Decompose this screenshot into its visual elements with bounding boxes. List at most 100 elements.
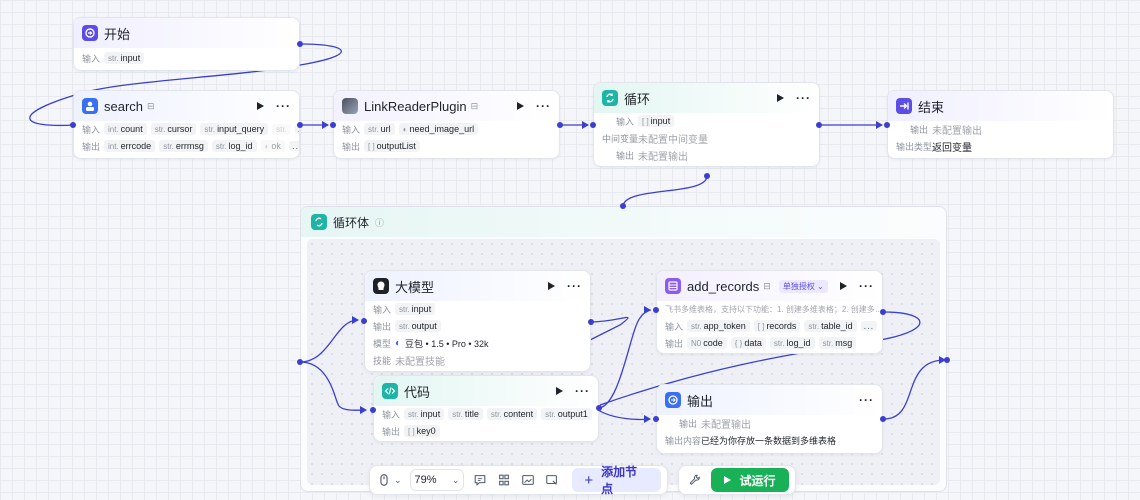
run-node-button[interactable] — [517, 102, 524, 110]
mouse-mode-icon[interactable] — [376, 472, 392, 488]
wrench-icon[interactable] — [687, 472, 703, 488]
llm-node[interactable]: 大模型 ··· 输入 str.input 输出 str.output 模型 ◐ … — [364, 270, 591, 372]
plugin-badge-icon: ⊟ — [470, 100, 479, 111]
input-label: 输入 — [382, 409, 401, 420]
output-port[interactable] — [880, 309, 886, 315]
run-toolbar: 试运行 — [678, 465, 796, 495]
loop-body-port[interactable] — [620, 203, 626, 209]
test-run-button[interactable]: 试运行 — [711, 468, 789, 492]
skill-value: 未配置技能 — [395, 356, 445, 368]
param-tag: int.count — [104, 123, 147, 135]
plugin-icon — [342, 98, 358, 114]
loop-body-port[interactable] — [704, 173, 710, 179]
mid-variable-label: 中间变量 — [602, 133, 639, 144]
output-value: 未配置输出 — [932, 125, 982, 137]
run-node-button[interactable] — [257, 102, 264, 110]
fit-view-icon[interactable] — [544, 472, 560, 488]
search-node[interactable]: search ⊟ ··· 输入 int.count str.cursor str… — [73, 90, 300, 159]
run-node-button[interactable] — [840, 282, 847, 290]
input-port[interactable] — [330, 122, 336, 128]
start-node[interactable]: 开始 输入 str.input — [73, 17, 300, 71]
run-node-button[interactable] — [556, 387, 563, 395]
more-options-button[interactable]: ··· — [276, 99, 291, 113]
link-reader-node[interactable]: LinkReaderPlugin ⊟ ··· 输入 str.url ◐need_… — [333, 90, 560, 159]
input-port[interactable] — [370, 407, 376, 413]
input-label: 输入 — [342, 124, 361, 135]
more-options-button[interactable]: ··· — [796, 91, 811, 105]
param-tag: str.output1 — [541, 408, 592, 420]
param-tag: str.output — [395, 320, 441, 332]
output-label: 输出 — [665, 338, 684, 349]
chevron-down-icon[interactable]: ⌄ — [393, 474, 402, 485]
input-label: 输入 — [82, 124, 101, 135]
output-node[interactable]: 输出 ··· 输出 未配置输出 输出内容 已经为你存放一条数据到多维表格 — [656, 384, 883, 454]
more-options-button[interactable]: ··· — [575, 384, 590, 398]
input-label: 输入 — [373, 304, 392, 315]
param-tag: str.input_query — [200, 123, 269, 135]
input-port[interactable] — [653, 416, 659, 422]
skill-label: 技能 — [373, 355, 392, 366]
param-tag: str. — [272, 123, 291, 135]
node-title: add_records — [687, 278, 760, 294]
output-port[interactable] — [880, 416, 886, 422]
output-port[interactable] — [816, 122, 822, 128]
grid-layout-icon[interactable] — [496, 472, 512, 488]
plugin-icon — [82, 98, 98, 114]
info-icon[interactable]: ⓘ — [375, 217, 385, 228]
input-label: 输入 — [665, 321, 684, 332]
table-icon — [665, 278, 681, 294]
input-port[interactable] — [361, 318, 367, 324]
more-options-button[interactable]: ··· — [859, 393, 874, 407]
code-node[interactable]: 代码 ··· 输入 str.input str.title str.conten… — [373, 375, 599, 442]
param-tag: str.log_id — [211, 140, 257, 152]
minimap-icon[interactable] — [520, 472, 536, 488]
output-port[interactable] — [557, 122, 563, 128]
param-tag: { }data — [730, 337, 766, 349]
node-title: search — [104, 98, 144, 114]
more-options-button[interactable]: ··· — [859, 279, 874, 293]
llm-icon — [373, 278, 389, 294]
more-params-button[interactable]: ... — [288, 141, 299, 151]
more-options-button[interactable]: ··· — [536, 99, 551, 113]
output-value: 未配置输出 — [701, 419, 751, 431]
plugin-badge-icon: ⊟ — [147, 100, 155, 111]
output-port[interactable] — [588, 319, 594, 325]
node-title: 开始 — [104, 26, 131, 42]
code-icon — [382, 383, 398, 399]
more-options-button[interactable]: ··· — [567, 279, 582, 293]
param-tag: [ ]outputList — [364, 140, 420, 152]
output-label: 输出 — [82, 141, 101, 152]
param-tag: [ ]records — [753, 320, 801, 332]
mid-variable-value: 未配置中间变量 — [638, 134, 708, 146]
end-node[interactable]: 结束 输出 未配置输出 输出类型 返回变量 — [887, 90, 1114, 159]
add-records-node[interactable]: add_records ⊟ 单独授权 ⌄ ··· 飞书多维表格，支持以下功能：1… — [656, 270, 883, 354]
auth-dropdown[interactable]: 单独授权 ⌄ — [778, 279, 828, 293]
output-port[interactable] — [596, 405, 602, 411]
run-node-button[interactable] — [548, 282, 555, 290]
loop-start-port[interactable] — [297, 359, 303, 365]
loop-node[interactable]: 循环 ··· 输入 [ ]input 中间变量 未配置中间变量 输出 未配置输出 — [593, 82, 820, 167]
param-tag: int.errcode — [104, 140, 156, 152]
loop-icon — [602, 90, 618, 106]
input-port[interactable] — [590, 122, 596, 128]
zoom-select[interactable]: 79% ⌄ — [409, 469, 465, 491]
node-title: 输出 — [687, 393, 714, 409]
comment-icon[interactable] — [472, 472, 488, 488]
more-params-button[interactable]: ... — [860, 321, 878, 331]
node-title: 代码 — [404, 384, 431, 400]
start-icon — [82, 25, 98, 41]
output-label: 输出 — [342, 141, 361, 152]
output-port[interactable] — [297, 122, 303, 128]
input-port[interactable] — [884, 122, 890, 128]
node-title: 循环 — [624, 91, 651, 107]
input-port[interactable] — [653, 307, 659, 313]
run-node-button[interactable] — [777, 94, 784, 102]
more-params-button[interactable]: ... — [294, 124, 299, 134]
output-port[interactable] — [297, 41, 303, 47]
loop-end-port[interactable] — [944, 357, 950, 363]
output-value: 未配置输出 — [638, 151, 688, 163]
add-node-button[interactable]: + 添加节点 — [572, 465, 661, 496]
param-tag: ◐need_image_url — [398, 123, 479, 135]
model-label: 模型 — [373, 338, 392, 349]
input-port[interactable] — [70, 122, 76, 128]
